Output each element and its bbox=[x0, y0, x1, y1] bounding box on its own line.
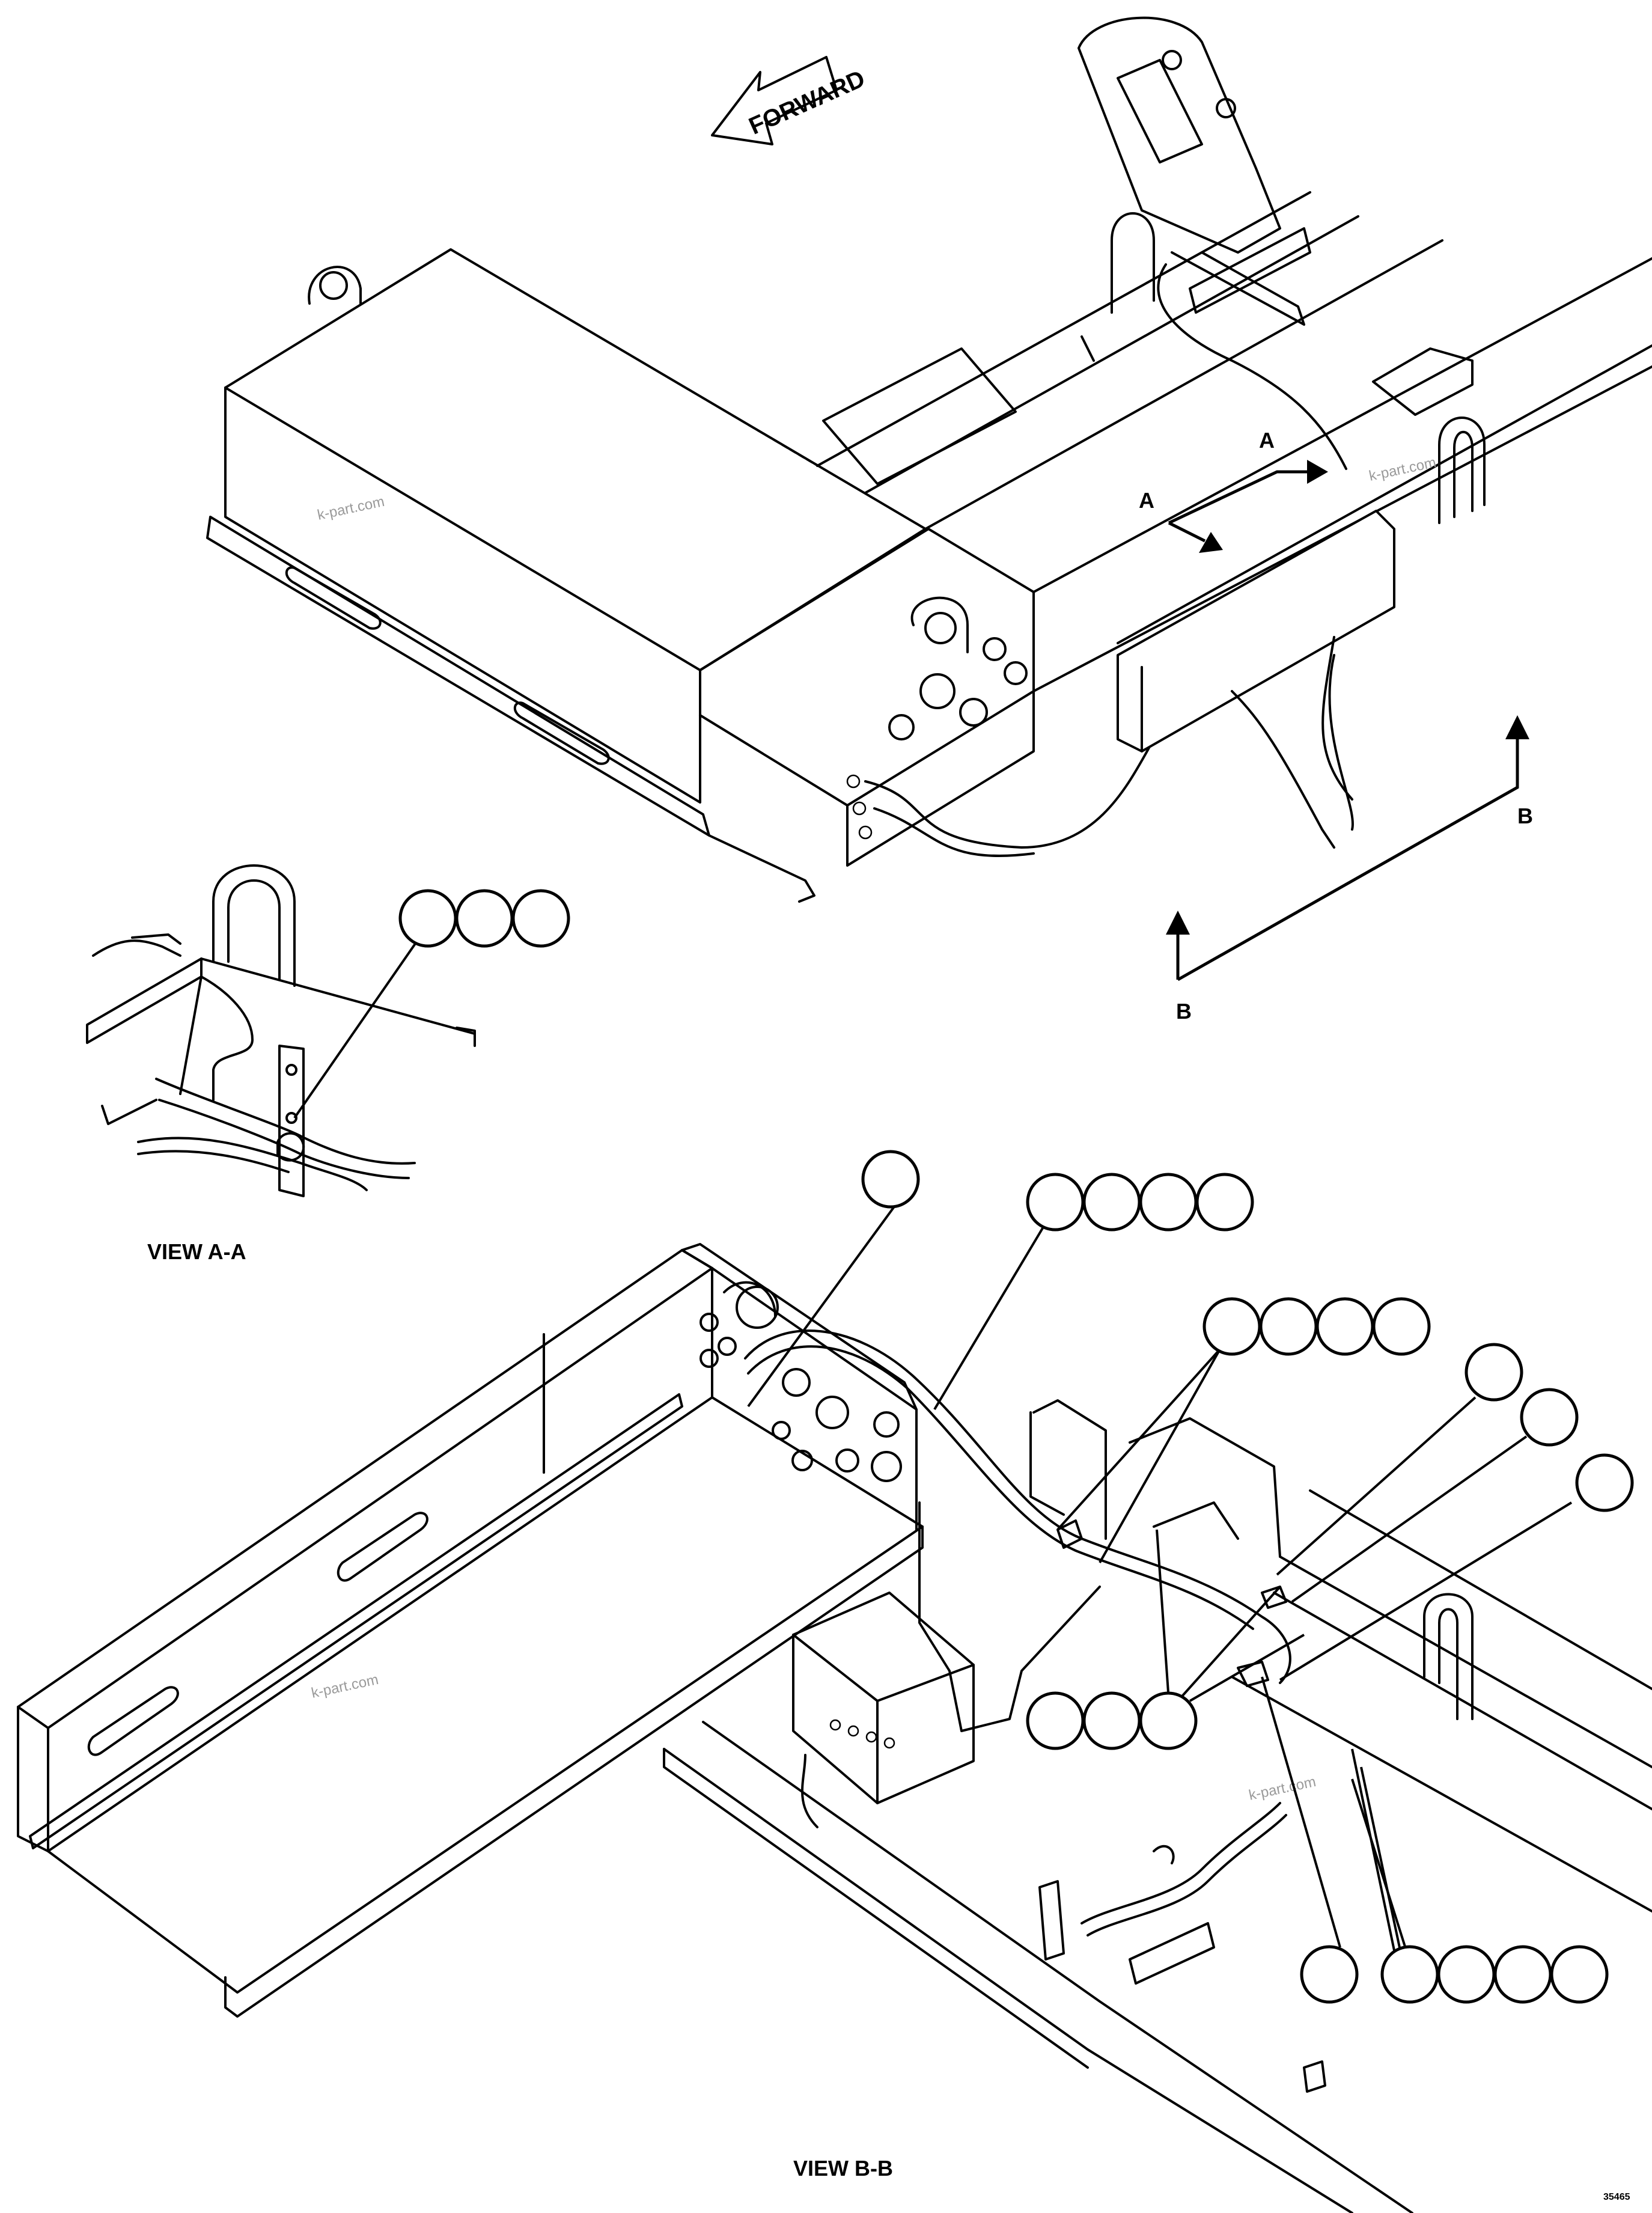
view-a-hose bbox=[155, 1078, 416, 1165]
lower-frame-rail-2 bbox=[663, 1748, 1353, 2213]
callout-bubble bbox=[1493, 1945, 1552, 2004]
view-b-assembly: k-part.com k-part.com VIEW B-B bbox=[17, 1243, 1652, 2213]
view-a-detail: VIEW A-A bbox=[86, 864, 476, 1264]
callout-bubble bbox=[1300, 1945, 1359, 2004]
callout-bubble bbox=[1026, 1173, 1085, 1232]
upper-bracket bbox=[1077, 16, 1281, 254]
callout-bubble bbox=[1202, 1297, 1261, 1356]
lifting-eye bbox=[308, 266, 362, 305]
panel-handle-1 bbox=[337, 1512, 428, 1582]
view-a-u-bolt bbox=[212, 864, 296, 987]
callout-bubble bbox=[1520, 1388, 1579, 1447]
mounting-plate-2 bbox=[1189, 227, 1311, 314]
upper-assembly: k-part.com k-part.com bbox=[206, 16, 1652, 903]
view-a-title: VIEW A-A bbox=[147, 1239, 246, 1264]
u-bolt-upper bbox=[1111, 212, 1155, 314]
rear-box bbox=[699, 528, 1035, 807]
callout-bubble bbox=[1139, 1691, 1198, 1750]
bottom-single-callout bbox=[1261, 1676, 1359, 2004]
section-b-right: B bbox=[1517, 804, 1533, 828]
cover-handle-2 bbox=[513, 701, 610, 765]
central-frame bbox=[918, 1501, 1101, 1732]
connector-callout bbox=[747, 1150, 920, 1408]
view-a-callouts bbox=[293, 889, 570, 1119]
callout-bubble bbox=[1550, 1945, 1609, 2004]
watermark-3: k-part.com bbox=[310, 1671, 380, 1702]
lower-frame-rail-1 bbox=[1279, 1555, 1652, 1768]
callout-bubble bbox=[1195, 1173, 1254, 1232]
section-a-lower: A bbox=[1139, 488, 1154, 513]
view-b-title: VIEW B-B bbox=[793, 2156, 893, 2181]
lower-u-bolt bbox=[1423, 1593, 1474, 1720]
callout-bubble bbox=[455, 889, 514, 948]
section-b: B B bbox=[1166, 715, 1533, 1024]
open-cover-panel bbox=[17, 1249, 713, 1729]
base-plate bbox=[47, 1396, 924, 1994]
callout-bubble bbox=[861, 1150, 920, 1209]
upper-hose bbox=[864, 738, 1155, 849]
watermark-4: k-part.com bbox=[1248, 1774, 1317, 1804]
main-cover-front bbox=[224, 386, 701, 804]
callout-bubble bbox=[1082, 1173, 1141, 1232]
rear-box-eye bbox=[910, 596, 969, 653]
callouts bbox=[293, 889, 1634, 2004]
section-b-left: B bbox=[1176, 999, 1192, 1024]
callout-bubble bbox=[1465, 1343, 1523, 1402]
callout-bubble bbox=[1315, 1297, 1374, 1356]
callout-bubble bbox=[1082, 1691, 1141, 1750]
section-a: A A bbox=[1139, 428, 1328, 553]
section-a-upper: A bbox=[1259, 428, 1275, 453]
callout-bubble bbox=[1437, 1945, 1496, 2004]
callout-bubble bbox=[1139, 1173, 1198, 1232]
lower-hose-main bbox=[744, 1329, 1291, 1684]
callout-bubble bbox=[511, 889, 570, 948]
fitting-callouts bbox=[1026, 1529, 1305, 1750]
right-single-callouts bbox=[1276, 1343, 1634, 1681]
view-a-bracket bbox=[278, 1045, 305, 1197]
callout-bubble bbox=[1026, 1691, 1085, 1750]
panel-handle-2 bbox=[87, 1686, 179, 1756]
crossmember-box bbox=[1117, 510, 1395, 752]
watermark-2: k-part.com bbox=[1368, 454, 1437, 484]
cover-handle-1 bbox=[285, 566, 382, 630]
callout-bubble bbox=[398, 889, 457, 948]
callout-bubble bbox=[1575, 1453, 1634, 1512]
bracket-callouts bbox=[1056, 1297, 1431, 1563]
drawing-code: 35465 bbox=[1603, 2192, 1630, 2202]
hose-clamp-callouts bbox=[933, 1173, 1254, 1411]
mounting-block bbox=[792, 1592, 975, 1804]
callout-bubble bbox=[1380, 1945, 1439, 2004]
watermark-1: k-part.com bbox=[316, 493, 386, 523]
mounting-plate-1 bbox=[822, 347, 1017, 485]
u-bolt-right bbox=[1438, 417, 1486, 524]
callout-bubble bbox=[1372, 1297, 1431, 1356]
callout-bubble bbox=[1259, 1297, 1318, 1356]
bottom-right-callouts bbox=[1351, 1748, 1609, 2004]
lower-bracket bbox=[1038, 1880, 1065, 1961]
hinge-line bbox=[450, 248, 818, 467]
main-cover-top bbox=[224, 248, 927, 671]
rear-box-lower bbox=[681, 1249, 918, 1531]
forward-arrow: FORWARD bbox=[711, 56, 869, 145]
